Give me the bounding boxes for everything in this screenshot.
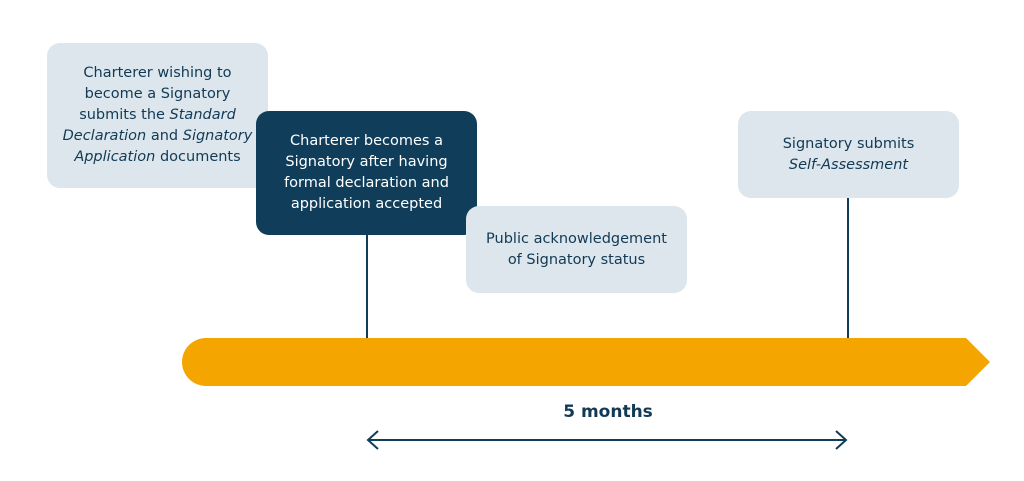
text-run: Standard — [169, 107, 236, 123]
step-text-3: Public acknowledgement of Signatory statu… — [486, 229, 667, 271]
step-text-1: Charterer wishing to become a Signatory su… — [63, 63, 253, 168]
step-box-3: Public acknowledgement of Signatory statu… — [466, 206, 687, 293]
duration-arrow-right-head — [835, 430, 848, 450]
text-run: formal declaration and — [284, 175, 449, 191]
step-2-line-1: Charterer becomes a — [284, 131, 449, 152]
step-1-line-2: become a Signatory — [63, 84, 253, 105]
text-run: documents — [155, 149, 241, 165]
text-run: Self-Assessment — [788, 156, 909, 173]
step-2-line-4: application accepted — [284, 194, 449, 215]
duration-arrow-left-head — [366, 430, 379, 450]
timeline-arrow — [182, 338, 990, 386]
step-1-line-4: Declaration and Signatory — [63, 126, 253, 147]
step-2-line-3: formal declaration and — [284, 173, 449, 194]
step-3-line-1: Public acknowledgement — [486, 229, 667, 250]
text-run: Charterer wishing to — [83, 65, 232, 81]
text-run: Signatory after having — [285, 154, 448, 170]
step-1-line-5: Application documents — [63, 147, 253, 168]
step-4-line-1: Signatory submits — [783, 134, 915, 155]
duration-label: 5 months — [563, 402, 653, 422]
step-4-line-2: Self-Assessment — [783, 155, 915, 176]
text-run: Application — [74, 149, 156, 165]
text-run: and — [146, 128, 183, 144]
text-run: Signatory submits — [782, 135, 915, 152]
step-text-2: Charterer becomes a Signatory after havin… — [284, 131, 449, 215]
step-3-line-2: of Signatory status — [486, 250, 667, 271]
step-1-line-1: Charterer wishing to — [63, 63, 253, 84]
step-2-line-2: Signatory after having — [284, 152, 449, 173]
text-run: Public acknowledgement — [486, 230, 667, 247]
text-run: application accepted — [290, 196, 443, 212]
text-run: Declaration — [62, 128, 147, 144]
text-run: become a Signatory — [84, 86, 231, 102]
text-run: submits the — [79, 107, 170, 123]
step-box-2: Charterer becomes a Signatory after havin… — [256, 111, 477, 235]
text-run: of Signatory status — [507, 251, 646, 268]
text-run: Signatory — [182, 128, 253, 144]
step-1-line-3: submits the Standard — [63, 105, 253, 126]
step-box-1: Charterer wishing to become a Signatory su… — [47, 43, 268, 188]
text-run: Charterer becomes a — [290, 133, 443, 149]
